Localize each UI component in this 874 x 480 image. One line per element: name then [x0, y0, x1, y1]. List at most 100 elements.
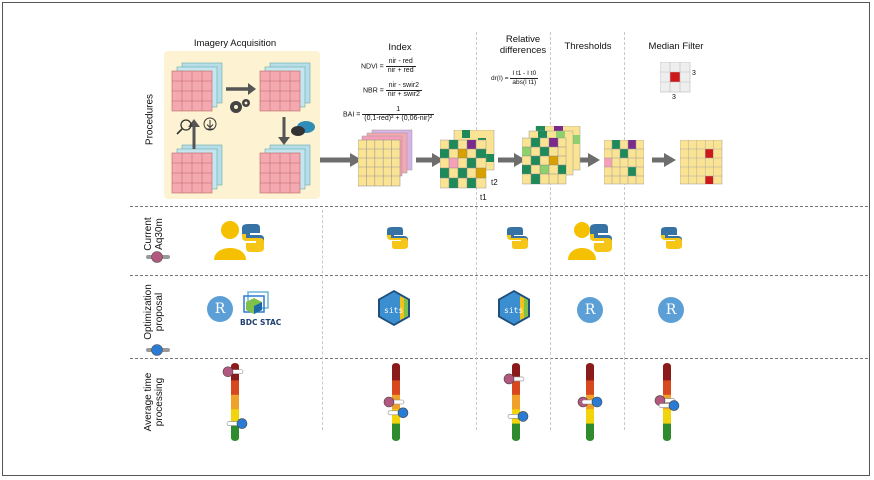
separator-1 [130, 206, 868, 207]
time-bar-cap-top [231, 363, 239, 369]
user-python-icon-imagery [214, 221, 264, 260]
bai-formula: BAI = 1(0,1-red)² + (0,06-nir)² [343, 106, 435, 123]
ndvi-numerator: nir - red [385, 58, 416, 67]
sits-label-relative: sits [504, 306, 524, 315]
legend-current-marker [146, 251, 170, 263]
python-icon-relative [507, 227, 528, 249]
relative-difference-grid [522, 126, 581, 185]
dr-label: dr(I) = [491, 75, 509, 83]
col-divider-3 [550, 32, 551, 430]
nbr-numerator: nir - swir2 [385, 82, 422, 91]
time-bar-segment [512, 394, 520, 410]
median-filter-grid [680, 140, 723, 185]
sits-hex-index [378, 290, 410, 326]
legend-optimization-marker [146, 344, 170, 356]
index-grid [358, 129, 413, 187]
nbr-denominator: nir + swir2 [387, 91, 420, 98]
procedure-arrows [320, 153, 676, 167]
header-relative-differences: Relative differences [499, 34, 547, 56]
bai-denominator: (0,1-red)² + (0,06-nir)² [364, 115, 433, 122]
time-bar-segment [512, 423, 520, 439]
python-icon-median [661, 227, 682, 249]
time-bar-cap-top [512, 363, 520, 369]
ndvi-label: NDVI = [361, 63, 384, 71]
time-bar-index [383, 363, 409, 441]
time-bar-segment [392, 380, 400, 396]
bai-numerator: 1 [362, 106, 435, 115]
change-grid-t1-t2 [440, 130, 495, 189]
time-bar-cap-top [586, 363, 594, 369]
header-thresholds: Thresholds [564, 41, 612, 52]
threshold-grid [604, 140, 644, 185]
time-bar-segment [231, 394, 239, 410]
time-bar-cap-bottom [512, 435, 520, 441]
col-divider-1 [322, 210, 323, 430]
time-bar-cap-bottom [392, 435, 400, 441]
download-search-icon [176, 117, 217, 135]
current-marker [503, 373, 515, 385]
optimization-text-line1: Optimization [143, 284, 154, 340]
time-bar-cap-top [663, 363, 671, 369]
time-bar-segment [663, 366, 671, 381]
bdc-stac-icon [243, 291, 269, 314]
optimization-text-line2: proposal [154, 292, 165, 332]
time-bar-cap-bottom [586, 435, 594, 441]
separator-2 [130, 275, 868, 276]
col-divider-4 [624, 32, 625, 430]
time-bar-segment [663, 409, 671, 425]
optimization-marker [668, 400, 680, 411]
time-bars [222, 363, 680, 441]
time-bar-cap-bottom [231, 435, 239, 441]
gear-icon [230, 99, 250, 113]
kernel-width-label: 3 [692, 70, 696, 77]
time-bar-segment [392, 366, 400, 381]
label-t2: t2 [491, 178, 498, 187]
time-bar-cap-top [392, 363, 400, 369]
separator-3 [130, 358, 868, 359]
ndvi-denominator: nir + red [387, 67, 414, 74]
header-index: Index [388, 42, 412, 53]
time-bar-segment [586, 423, 594, 439]
user-python-icon-thresholds [568, 222, 612, 260]
optimization-marker [517, 411, 529, 422]
bai-label: BAI = [343, 111, 361, 119]
time-bar-segment [586, 409, 594, 425]
dr-numerator: I t1 - I t0 [510, 70, 539, 79]
time-bar-segment [392, 409, 400, 425]
bdc-stac-label: BDC STAC [240, 318, 282, 327]
optimization-marker [591, 396, 603, 408]
kernel-height-label: 3 [672, 94, 676, 101]
procedures-text: Procedures [144, 93, 156, 146]
kernel-3x3 [660, 62, 691, 93]
time-bar-cap-bottom [663, 435, 671, 441]
time-bar-segment [663, 380, 671, 396]
header-median-filter: Median Filter [648, 41, 704, 52]
nbr-label: NBR = [363, 87, 384, 95]
optimization-marker [397, 407, 409, 419]
time-bar-median [654, 363, 680, 441]
current-marker [383, 396, 395, 408]
sits-label-index: sits [384, 306, 404, 315]
time-bar-segment [392, 423, 400, 439]
r-logo-thresholds: R [577, 297, 603, 323]
r-logo-imagery: R [207, 296, 233, 322]
sits-hex-relative [498, 290, 530, 326]
python-icon-index [387, 227, 408, 249]
time-bar-segment [231, 380, 239, 396]
time-bar-segment [512, 380, 520, 396]
header-imagery-acquisition: Imagery Acquisition [193, 38, 277, 49]
time-bar-segment [231, 423, 239, 439]
time-bar-relative [503, 363, 529, 441]
current-marker [222, 366, 234, 378]
col-divider-2 [476, 32, 477, 430]
time-bar-thresholds [577, 363, 603, 441]
time-bar-segment [586, 366, 594, 381]
label-t1: t1 [480, 193, 487, 202]
r-logo-median: R [658, 297, 684, 323]
time-bar-segment [512, 366, 520, 381]
dr-denominator: abs(I t1) [512, 79, 537, 86]
time-bar-segment [231, 409, 239, 425]
